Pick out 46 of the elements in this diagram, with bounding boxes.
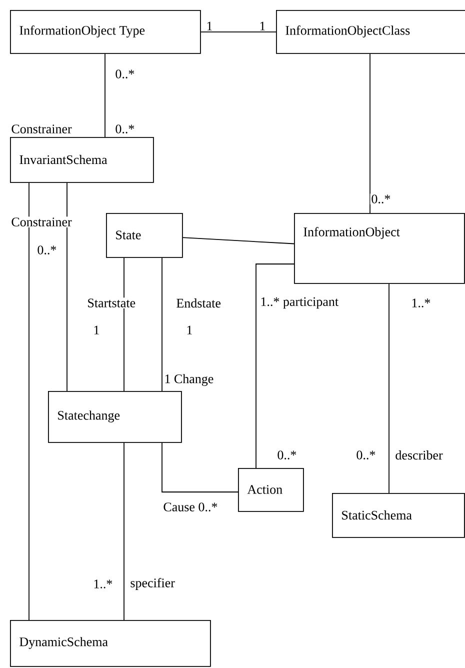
association-line [66, 182, 68, 392]
role-label: Startstate [86, 298, 137, 308]
role-label: 1 [185, 324, 194, 336]
class-name: Action [247, 485, 282, 494]
class-name: StaticSchema [342, 510, 412, 520]
role-label: 0..* [370, 194, 392, 204]
role-label: 0..* [114, 68, 136, 80]
class-box [332, 493, 465, 538]
association-line [256, 264, 294, 468]
class-box [10, 137, 154, 183]
role-label: 1..* [410, 298, 432, 308]
class-box [10, 10, 201, 54]
class-name: Statechange [58, 410, 120, 422]
class-name: State [116, 230, 141, 240]
role-label: 1 [205, 20, 214, 32]
association-line [182, 237, 294, 244]
role-label: describer [394, 449, 444, 461]
role-label: 0..* [276, 450, 298, 460]
role-label: Endstate [175, 297, 222, 309]
class-name: InformationObjectClass [286, 26, 410, 38]
class-name: InvariantSchema [20, 154, 108, 164]
role-label: 0..* [355, 450, 377, 460]
association-line [388, 283, 390, 494]
role-label: 1 [92, 324, 101, 336]
class-box [106, 213, 183, 258]
role-label: 1..* participant [259, 296, 340, 310]
role-label: Constrainer [10, 124, 73, 134]
association-line [104, 53, 106, 138]
role-label: Cause 0..* [162, 502, 219, 512]
class-box [238, 468, 304, 512]
class-box [276, 10, 465, 54]
class-box [48, 391, 182, 443]
role-label: 1 Change [163, 373, 215, 387]
role-label: specifier [129, 577, 176, 591]
class-box [294, 213, 465, 284]
association-line [162, 442, 238, 492]
role-label: Constrainer [10, 216, 73, 228]
role-label: 0..* [114, 124, 136, 134]
class-name: DynamicSchema [20, 637, 108, 649]
class-name: InformationObject [304, 227, 400, 239]
association-line [28, 182, 30, 620]
class-name: InformationObject Type [20, 26, 145, 38]
role-label: 1..* [92, 578, 114, 590]
role-label: 1 [258, 20, 267, 32]
role-label: 0..* [36, 244, 58, 256]
class-box [10, 620, 211, 667]
